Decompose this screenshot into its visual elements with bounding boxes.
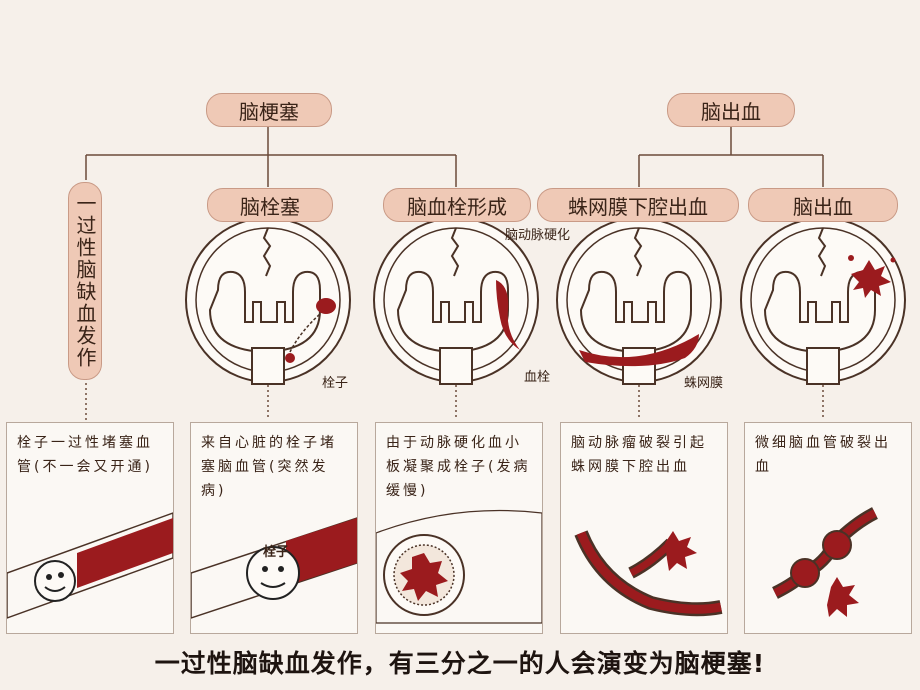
panel-embolism: 来自心脏的栓子堵塞脑血管(突然发病) 栓子 bbox=[190, 422, 358, 634]
label-tia: 一过性脑缺血发作 bbox=[68, 182, 102, 380]
brain-hemorrhage bbox=[740, 217, 906, 385]
title-cerebral-infarction: 脑梗塞 bbox=[206, 93, 332, 127]
vessel-illustration bbox=[191, 517, 357, 619]
brain-embolism bbox=[185, 217, 351, 385]
panel-text: 栓子一过性堵塞血管(不一会又开通) bbox=[17, 435, 153, 475]
subtitle-thrombosis: 脑血栓形成 bbox=[383, 188, 531, 222]
panel-hemorrhage: 微细脑血管破裂出血 bbox=[744, 422, 912, 634]
panel-thrombosis: 由于动脉硬化血小板凝聚成栓子(发病缓慢) bbox=[375, 422, 543, 634]
annotation-thrombus: 血栓 bbox=[524, 370, 551, 385]
panel-tia: 栓子一过性堵塞血管(不一会又开通) bbox=[6, 422, 174, 634]
subtitle-hemorrhage: 脑出血 bbox=[748, 188, 898, 222]
vessel-illustration bbox=[7, 512, 173, 619]
vessel-illustration bbox=[574, 530, 723, 617]
annotation-embolus: 栓子 bbox=[322, 376, 349, 391]
panel-subarachnoid: 脑动脉瘤破裂引起蛛网膜下腔出血 bbox=[560, 422, 728, 634]
panel-text: 脑动脉瘤破裂引起蛛网膜下腔出血 bbox=[571, 435, 707, 475]
subtitle-embolism: 脑栓塞 bbox=[207, 188, 333, 222]
embolus-tag: 栓子 bbox=[263, 545, 290, 560]
bottom-caption: 一过性脑缺血发作，有三分之一的人会演变为脑梗塞! bbox=[154, 649, 766, 678]
vessel-illustration bbox=[376, 509, 542, 624]
subtitle-subarachnoid-hemorrhage: 蛛网膜下腔出血 bbox=[537, 188, 739, 222]
panel-text: 由于动脉硬化血小板凝聚成栓子(发病缓慢) bbox=[386, 435, 531, 499]
panel-text: 微细脑血管破裂出血 bbox=[755, 435, 891, 475]
annotation-arteriosclerosis: 脑动脉硬化 bbox=[505, 228, 571, 243]
brain-thrombosis bbox=[373, 217, 539, 385]
panel-text: 来自心脏的栓子堵塞脑血管(突然发病) bbox=[201, 435, 337, 499]
annotation-arachnoid: 蛛网膜 bbox=[684, 376, 724, 391]
title-cerebral-hemorrhage: 脑出血 bbox=[667, 93, 795, 127]
brain-subarachnoid bbox=[556, 217, 722, 385]
vessel-illustration bbox=[772, 507, 879, 617]
